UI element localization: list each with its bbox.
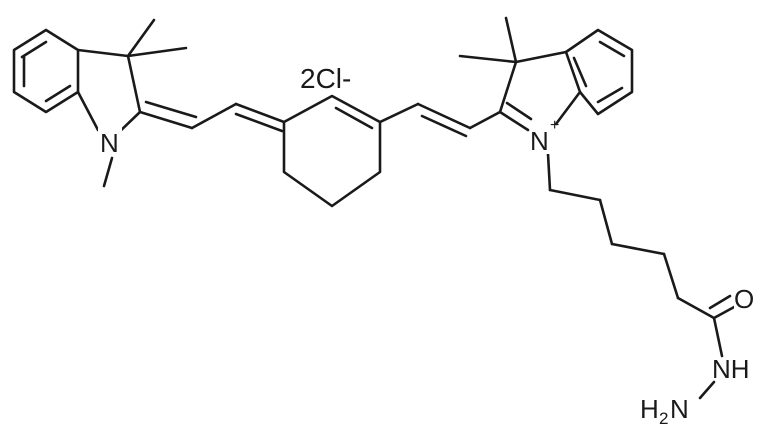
bond	[708, 294, 732, 310]
left-pyrrole-ring	[76, 18, 188, 188]
bond	[76, 90, 100, 132]
atom-n-right: N	[530, 126, 549, 156]
right-benzene-ring	[564, 28, 634, 116]
bond	[126, 46, 188, 58]
bond	[190, 102, 238, 130]
bond	[676, 296, 716, 320]
bond	[712, 316, 724, 358]
bond	[334, 106, 374, 130]
bond	[416, 102, 472, 130]
left-methine-chain	[138, 100, 286, 133]
bond	[504, 16, 518, 64]
bond	[20, 40, 48, 59]
bond	[468, 110, 502, 130]
bond	[498, 110, 530, 132]
bond	[126, 54, 142, 114]
bond	[554, 90, 582, 126]
bond	[76, 48, 130, 58]
bond	[378, 102, 420, 124]
bond	[282, 94, 382, 208]
positive-charge: +	[550, 117, 559, 134]
bond	[598, 198, 614, 246]
alkyl-linker	[546, 152, 716, 320]
bond	[144, 100, 198, 119]
atom-nh: NH	[712, 354, 750, 384]
atom-amine-h: H	[640, 394, 659, 424]
hydrazide-group	[698, 294, 738, 400]
bond	[498, 60, 518, 114]
bond	[126, 18, 156, 58]
atom-oxygen: O	[734, 284, 754, 314]
right-pyrrole-ring	[458, 16, 582, 132]
atom-n-left: N	[100, 128, 119, 158]
label-background	[734, 282, 760, 312]
bond	[505, 101, 533, 121]
bond	[138, 110, 194, 130]
bond	[598, 40, 626, 58]
bond	[564, 28, 634, 116]
atom-amine-n: N	[670, 394, 689, 424]
bond	[514, 50, 568, 64]
bond	[572, 56, 588, 88]
bond	[712, 304, 738, 320]
atom-amine-subscript: 2	[659, 409, 668, 426]
counterion-label: 2Cl-	[300, 63, 351, 94]
label-background	[530, 124, 556, 154]
cyclohexene-ring	[282, 94, 382, 208]
bond	[596, 86, 624, 104]
bond	[546, 152, 552, 192]
left-benzene-ring	[12, 28, 80, 114]
right-methine-chain	[378, 102, 502, 138]
bond	[548, 188, 602, 202]
bond	[234, 112, 284, 133]
bond	[420, 114, 468, 138]
bond	[102, 156, 114, 188]
label-background	[98, 126, 122, 156]
bond	[698, 380, 716, 400]
bond	[458, 54, 518, 64]
bond	[662, 252, 680, 300]
bond	[44, 84, 72, 103]
bond	[610, 242, 666, 256]
bond	[234, 102, 286, 124]
